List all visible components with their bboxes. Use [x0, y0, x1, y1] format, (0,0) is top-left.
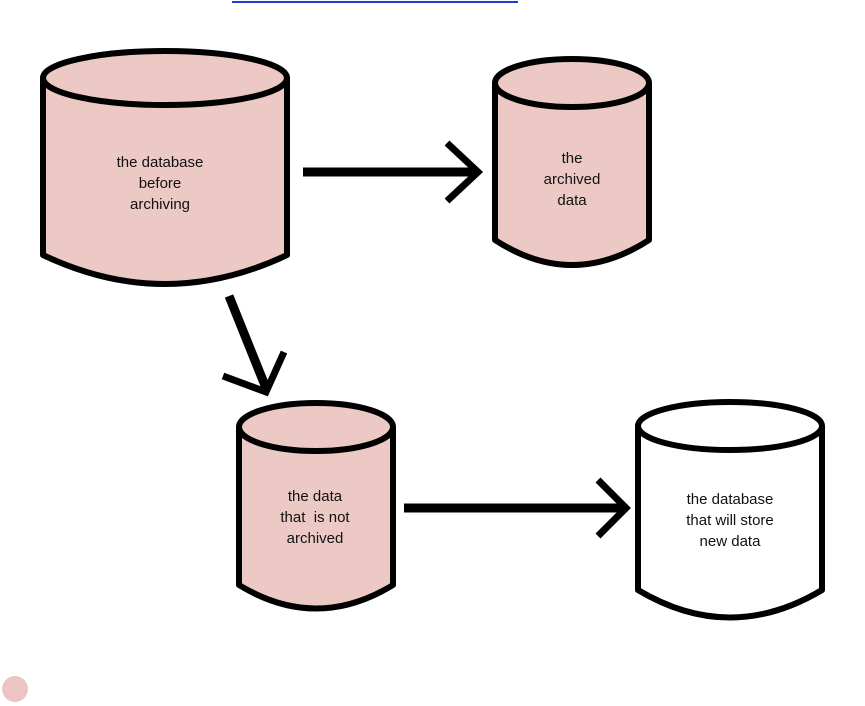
label-data-not-archived: the data that is not archived — [240, 486, 390, 549]
label-archived-data: the archived data — [497, 148, 647, 211]
arrow-to-archived-icon — [303, 143, 478, 201]
label-database-before-archiving: the database before archiving — [80, 152, 240, 215]
dot-icon — [2, 676, 28, 702]
arrow-to-new-database-icon — [404, 480, 626, 536]
arrow-to-not-archived-icon — [223, 296, 284, 392]
label-new-database: the database that will store new data — [640, 489, 820, 552]
